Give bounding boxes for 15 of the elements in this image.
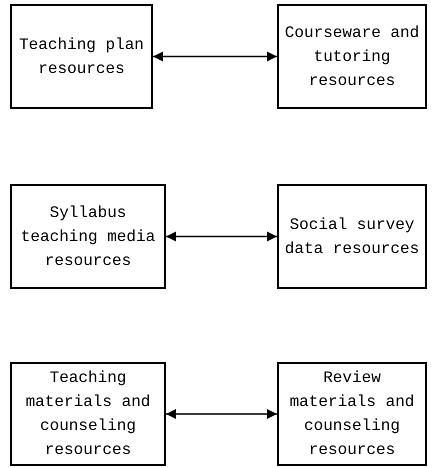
box-text: Syllabus teaching media resources [20,202,156,272]
box-text: Social survey data resources [284,214,420,260]
box-text: Review materials and counseling resources [288,368,416,461]
process-box [10,362,166,466]
double-arrow [166,409,277,419]
process-box [10,184,166,289]
process-box [277,362,427,466]
double-arrow [153,52,277,62]
process-box [277,184,427,289]
box-text: Courseware and tutoring resources [284,22,420,92]
box-text: Teaching materials and counseling resources [24,368,152,461]
box-text: Teaching plan resources [18,34,145,80]
process-box [10,4,153,109]
process-box [277,4,427,109]
double-arrow [166,232,277,242]
